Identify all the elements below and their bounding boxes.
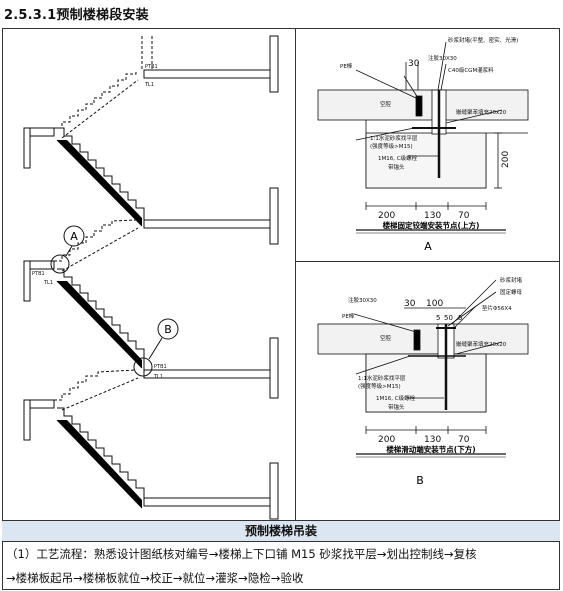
process-line-1: （1）工艺流程：熟悉设计图纸核对编号→楼梯上下口铺 M15 砂浆找平层→划出控制… <box>6 547 477 561</box>
letter-b: B <box>416 474 424 487</box>
label-a-slot: 注胶30X30 <box>428 54 457 62</box>
label-b-cavity: 空腔 <box>380 334 392 342</box>
label-b-plate: 垫片Φ56X4 <box>482 304 512 312</box>
dim-b-130: 130 <box>424 435 441 445</box>
dim-a-200h: 200 <box>378 211 395 221</box>
label-a-bolt1: 1M16, C级螺栓 <box>378 154 418 162</box>
dim-b-50: 50 <box>444 314 453 322</box>
label-b-bolt1: 1M16, C级螺栓 <box>376 394 416 402</box>
process-line-2: →楼梯板起吊→楼梯板就位→校正→就位→灌浆→隐检→验收 <box>6 571 304 585</box>
label-b-mortar1: 1:1水泥砂浆找平层 <box>358 374 406 382</box>
dim-b-5b: 5 <box>458 314 462 322</box>
label-tl-mid: TL1 <box>43 280 53 286</box>
dim-b-100: 100 <box>426 299 443 309</box>
stair-elevation-panel: PTB1 TL1 PTB1 TL1 PTB1 TL1 A B <box>2 28 296 520</box>
label-a-pe: PE棒 <box>340 62 353 70</box>
stair-elevation-drawing: PTB1 TL1 PTB1 TL1 PTB1 TL1 A B <box>23 35 279 520</box>
dim-a-200v: 200 <box>501 151 511 168</box>
section-heading: 2.5.3.1预制楼梯段安装 <box>4 8 149 23</box>
label-a-filler: 嵌缝聚苯填充20x20 <box>456 108 507 116</box>
label-pt-upper: PTB1 <box>145 64 158 70</box>
dim-b-5: 5 <box>436 314 440 322</box>
section-title: 预制楼梯吊装 <box>244 524 317 538</box>
caption-a: 楼梯固定铰端安装节点(上方) <box>383 220 480 230</box>
label-a-mortar2: (强度等级>M15) <box>370 142 413 150</box>
dim-b-200h: 200 <box>378 435 395 445</box>
label-a-bolt2: 带锚头 <box>388 163 405 171</box>
detail-b-panel: 注胶30X30 砂浆封堵 固定螺母 PE棒 垫片Φ56X4 空腔 嵌缝聚苯填充2… <box>296 262 560 520</box>
label-b-pe: PE棒 <box>342 312 355 320</box>
label-b-caulk: 砂浆封堵 <box>500 276 523 284</box>
label-b-filler: 嵌缝聚苯填充20x20 <box>456 340 507 348</box>
callout-b: B <box>164 323 172 336</box>
label-a-mortar1: 1:1水泥砂浆找平层 <box>370 134 418 142</box>
dim-b-30: 30 <box>404 299 416 309</box>
callout-a: A <box>70 230 78 243</box>
dim-a-70: 70 <box>458 211 470 221</box>
detail-a-panel: 砂浆封堵(平整、密实、光滑) 注胶30X30 C40级CGM灌浆料 PE棒 空腔… <box>296 28 560 262</box>
dim-a-130: 130 <box>424 211 441 221</box>
label-a-grout: C40级CGM灌浆料 <box>448 66 494 74</box>
drawing-table <box>2 28 560 590</box>
letter-a: A <box>424 240 432 253</box>
label-b-mortar2: (强度等级>M15) <box>358 382 401 390</box>
label-b-nut: 固定螺母 <box>500 288 523 296</box>
label-b-slot: 注胶30X30 <box>348 296 377 304</box>
dim-a-30: 30 <box>408 59 420 69</box>
detail-a-drawing: 砂浆封堵(平整、密实、光滑) 注胶30X30 C40级CGM灌浆料 PE棒 空腔… <box>317 36 529 253</box>
dim-b-70: 70 <box>458 435 470 445</box>
label-pt-mid: PTB1 <box>32 271 45 277</box>
label-tl-lower: TL1 <box>153 374 163 380</box>
caption-b: 楼梯滑动端安装节点(下方) <box>386 444 475 454</box>
section-title-band: 预制楼梯吊装 <box>2 520 560 542</box>
label-a-cavity: 空腔 <box>380 100 392 108</box>
detail-b-drawing: 注胶30X30 砂浆封堵 固定螺母 PE棒 垫片Φ56X4 空腔 嵌缝聚苯填充2… <box>317 276 529 487</box>
label-b-bolt2: 带锚头 <box>388 403 405 411</box>
label-tl-upper: TL1 <box>144 82 154 88</box>
label-a-caulk: 砂浆封堵(平整、密实、光滑) <box>448 36 518 44</box>
label-pt-lower: PTB1 <box>154 364 167 370</box>
